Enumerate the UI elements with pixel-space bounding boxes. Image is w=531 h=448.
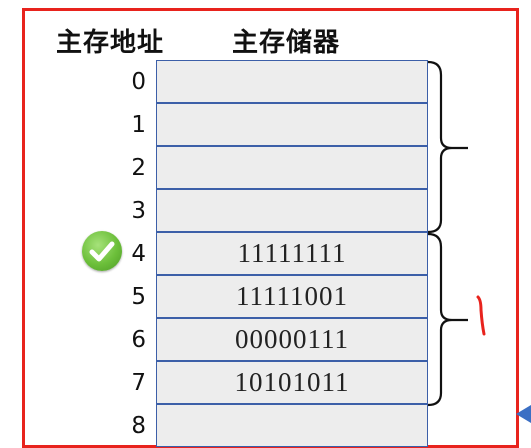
check-circle-icon [82,231,122,271]
address-label: 6 [131,327,146,353]
brace-icon [427,232,468,407]
brace-icon [427,60,468,234]
memory-cell: 00000111 [156,318,428,361]
memory-column-header: 主存储器 [232,28,341,58]
address-column-header: 主存地址 [56,28,165,58]
memory-cell [156,60,428,103]
memory-cell [156,189,428,232]
memory-cell: 11111001 [156,275,428,318]
address-label: 2 [131,155,146,181]
address-label: 7 [131,370,146,396]
memory-cell [156,103,428,146]
annotation-layer [427,60,531,423]
address-label: 0 [131,69,146,95]
memory-cell [156,146,428,189]
address-label: 4 [131,241,146,267]
address-label: 1 [131,112,146,138]
triangle-left-icon [516,405,531,423]
address-label: 3 [131,198,146,224]
memory-cell: 10101011 [156,361,428,404]
red-pen-mark [476,295,486,336]
memory-cell: 11111111 [156,232,428,275]
address-label: 5 [131,284,146,310]
